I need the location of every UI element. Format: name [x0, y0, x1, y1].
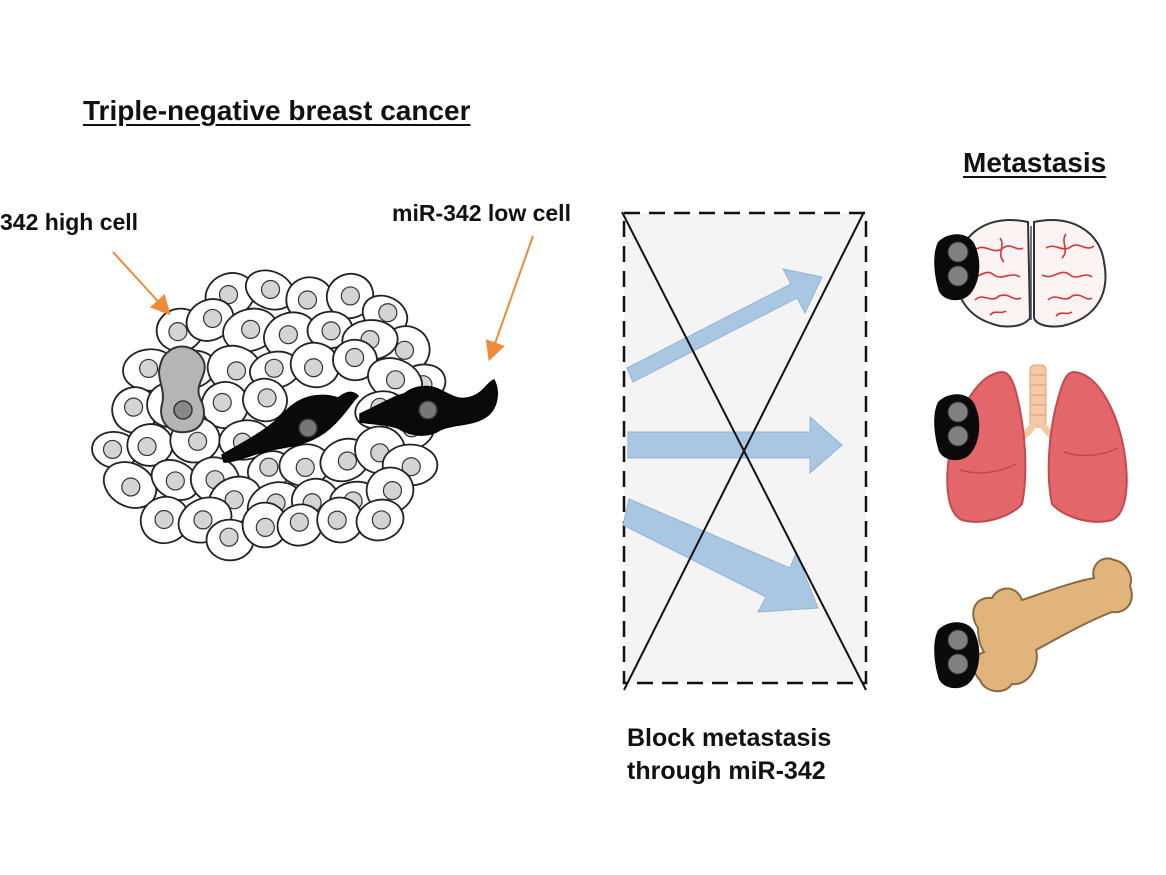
- tumor-cell-nucleus: [241, 319, 261, 340]
- tumor-cell-nucleus: [278, 325, 298, 345]
- tumor-cell-nucleus: [297, 290, 318, 310]
- tumor-cell-nucleus: [327, 510, 347, 530]
- tumor-cell-nucleus: [345, 347, 365, 368]
- tumor-cell-nucleus: [102, 439, 123, 460]
- tumor-cell-nucleus: [378, 303, 398, 323]
- tumor-cell-nucleus: [168, 322, 188, 342]
- tumor-cell-nucleus: [226, 361, 247, 381]
- diagram-title: Triple-negative breast cancer: [83, 95, 471, 126]
- tumor-cell-nucleus: [193, 510, 213, 530]
- label-block-line1: Block metastasis: [627, 724, 832, 752]
- label-low-cell: miR-342 low cell: [392, 200, 571, 226]
- tumor-cell-nucleus: [337, 451, 357, 471]
- tumor-cell-nucleus: [264, 358, 284, 378]
- block-box: [621, 211, 868, 691]
- cross-line-2: [623, 211, 865, 691]
- tumor-cell-nucleus: [321, 321, 341, 341]
- tumor-cell-nucleus: [394, 340, 415, 360]
- pointer-arrow-high: [112, 251, 171, 316]
- tumor-cell-nucleus: [219, 527, 239, 547]
- tumor-cell-nucleus: [340, 286, 360, 306]
- tumor-cell-nucleus: [137, 436, 157, 457]
- tumor-cell-nucleus: [371, 510, 391, 530]
- label-high-cell: 342 high cell: [0, 209, 139, 235]
- tumor-cell-nucleus: [289, 512, 309, 532]
- brain-icon: [955, 219, 1107, 328]
- tumor-cell-nucleus: [154, 509, 174, 530]
- tumor-cell-nucleus: [212, 392, 232, 413]
- tumor-cell-nucleus: [295, 457, 315, 478]
- flow-arrow-brain: [626, 268, 823, 383]
- tumor-cell-nucleus: [304, 358, 324, 378]
- bone-icon: [972, 557, 1133, 693]
- tumor-cell-nucleus: [165, 471, 185, 491]
- tumor-cell-nucleus: [382, 480, 403, 501]
- tumor-cell-nucleus: [259, 457, 279, 477]
- tumor-cell-nucleus: [260, 279, 281, 300]
- mir342-high-cell: [158, 345, 206, 434]
- tumor-cell-nucleus: [121, 477, 141, 497]
- metastatic-cells: [934, 234, 980, 689]
- tumor-cell-nucleus: [385, 370, 406, 390]
- tumor-cell-nucleus: [224, 490, 244, 510]
- tumor-cell-nucleus: [401, 457, 421, 477]
- mir342-low-cell: [221, 379, 498, 463]
- flow-arrow-lung: [627, 415, 843, 475]
- tumor-cell-nucleus: [138, 358, 159, 379]
- tumor-cell-nucleus: [257, 388, 277, 408]
- label-metastasis: Metastasis: [963, 147, 1107, 178]
- tumor-cell-nucleus: [123, 397, 144, 417]
- pointer-arrow-low: [485, 235, 534, 362]
- label-block-line2: through miR-342: [627, 757, 826, 785]
- flow-arrow-bone: [622, 498, 819, 613]
- tumor-cell-nucleus: [202, 308, 223, 329]
- tumor-cell-nucleus: [255, 517, 275, 538]
- tumor-cell-nucleus: [187, 431, 208, 451]
